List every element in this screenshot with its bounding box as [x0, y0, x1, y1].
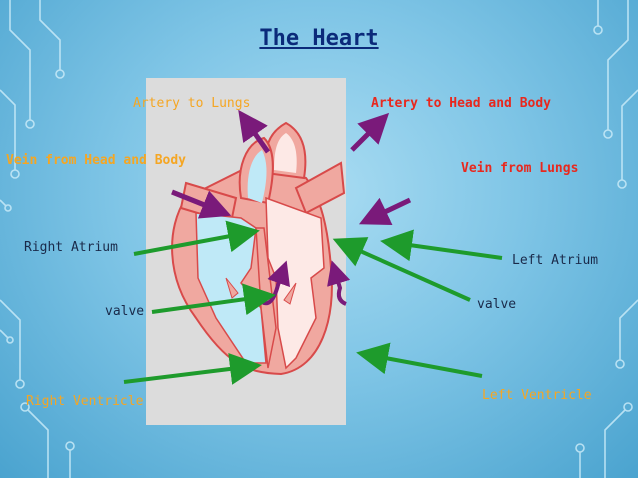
label-vein-from-head-body: Vein from Head and Body	[6, 153, 187, 168]
flow-arrow-left-ventricle	[327, 260, 351, 306]
flow-arrow-to-body	[350, 112, 390, 152]
pointer-valve-left	[332, 237, 471, 302]
label-right-ventricle: Right Ventricle	[26, 394, 144, 409]
flow-arrow-from-body	[171, 189, 232, 219]
label-left-atrium: Left Atrium	[512, 253, 599, 268]
flow-arrow-from-lungs	[358, 197, 412, 225]
page-title: The Heart	[259, 26, 379, 51]
label-artery-to-lungs: Artery to Lungs	[133, 96, 251, 111]
label-valve-right-side: valve	[105, 304, 145, 319]
label-left-ventricle: Left Ventricle	[482, 388, 592, 403]
pointer-left-ventricle	[356, 342, 483, 378]
label-artery-to-head-body: Artery to Head and Body	[371, 96, 552, 111]
pointer-right-ventricle	[123, 353, 262, 385]
label-valve-left-side: valve	[477, 297, 517, 312]
label-vein-from-lungs: Vein from Lungs	[461, 161, 579, 176]
pointer-left-atrium	[380, 229, 503, 262]
pointer-right-atrium	[133, 220, 260, 256]
label-right-atrium: Right Atrium	[24, 240, 118, 255]
pointer-valve-right	[151, 283, 276, 316]
flow-arrow-to-lungs	[238, 109, 271, 154]
